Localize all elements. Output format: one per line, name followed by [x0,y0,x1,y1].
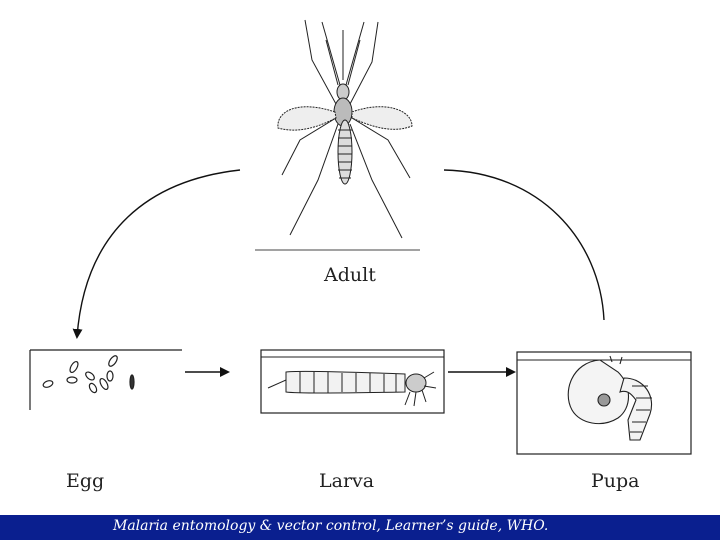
pupa-panel [516,351,692,455]
egg-panel [29,349,182,410]
curve-pupa-to-adult [443,169,605,321]
larva-illustration [267,370,437,407]
pupa-label: Pupa [591,470,640,492]
egg-label: Egg [66,470,105,492]
footer-caption: Malaria entomology & vector control, Lea… [113,518,549,534]
footer-bar: Malaria entomology & vector control, Lea… [0,515,720,540]
larva-label: Larva [319,470,375,492]
adult-mosquito-illustration [277,19,413,239]
pupa-illustration [567,355,652,441]
arrow-adult-to-egg [72,169,241,339]
adult-label: Adult [324,264,376,286]
larva-panel [260,349,445,414]
eggs-illustration [42,355,135,394]
